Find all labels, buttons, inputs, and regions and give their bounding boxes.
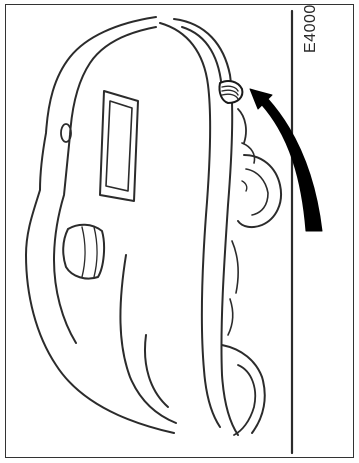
wheel [234,365,255,435]
underbody-line [232,241,238,293]
rear-tyre [238,155,281,227]
exhaust-pipe [238,109,246,143]
bumper-inner [160,23,220,427]
license-plate [106,101,132,191]
rear-window-outline [54,27,156,343]
tail-light-segment [82,227,85,277]
towing-eye-cover [219,81,242,103]
figure-frame: E40003 [5,4,354,458]
exhaust-pipe-2 [242,143,255,163]
body-outline [26,17,174,433]
wheel-arch [222,345,265,433]
rear-tyre-inner [246,169,268,215]
car-rear-illustration [6,5,354,458]
underbody-line [228,299,233,335]
exhaust-pipe-3 [242,181,247,191]
tail-light-segment [94,227,97,277]
rear-quarter-line [120,255,176,423]
rear-quarter-line-2 [145,335,168,407]
figure-code-label: E40003 [302,4,320,53]
